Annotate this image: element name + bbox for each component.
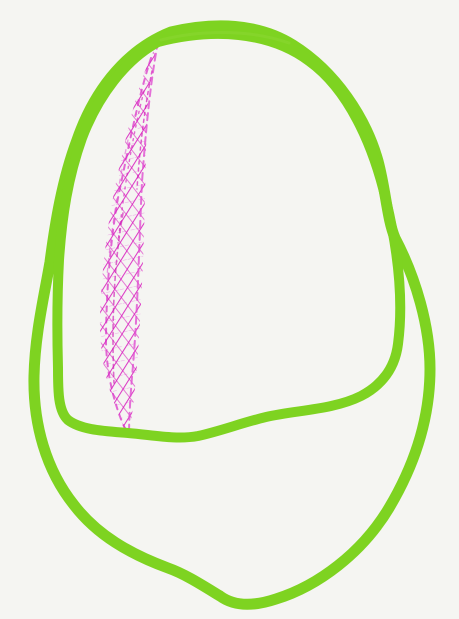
drawing-canvas — [0, 0, 459, 619]
drawing-svg — [0, 0, 459, 619]
paper-background — [0, 0, 459, 619]
